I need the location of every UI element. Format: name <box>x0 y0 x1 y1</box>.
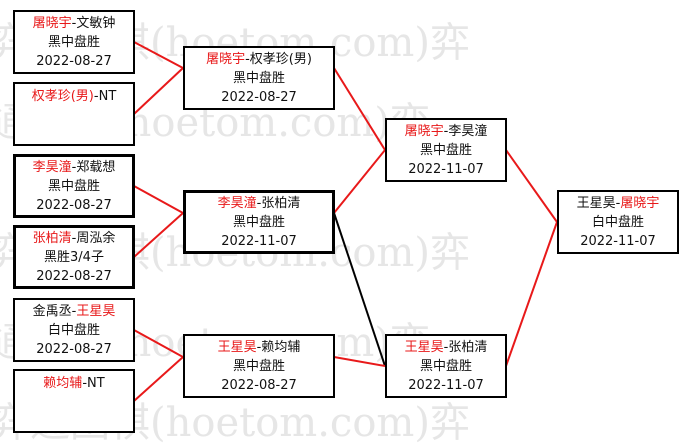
match-box-r2-2: 李昊潼-张柏清 黑中盘胜 2022-11-07 <box>183 190 335 254</box>
vs-separator: - <box>93 89 99 104</box>
vs-separator: - <box>256 195 262 211</box>
connector-line <box>333 356 386 367</box>
match-box-r1-2: 权孝珍(男)-NT <box>13 82 135 146</box>
vs-separator: - <box>443 339 449 355</box>
player-name: 郑载想 <box>76 159 116 175</box>
player-name: 张柏清 <box>448 339 488 355</box>
player-name: 李昊潼 <box>448 123 488 139</box>
match-date: 2022-08-27 <box>36 268 112 284</box>
match-box-r1-5: 金禹丞-王星昊 白中盘胜 2022-08-27 <box>13 298 135 362</box>
match-players: 王星昊-赖均辅 <box>218 338 301 357</box>
match-box-r1-1: 屠晓宇-文敏钟 黑中盘胜 2022-08-27 <box>13 10 135 74</box>
player-name: NT <box>98 89 117 104</box>
match-result: 黑中盘胜 <box>232 70 285 86</box>
match-date: 2022-08-27 <box>221 377 297 393</box>
connector-line <box>333 212 386 367</box>
player-name: 屠晓宇 <box>206 51 246 67</box>
match-box-r1-4: 张柏清-周泓余 黑胜3/4子 2022-08-27 <box>13 225 135 289</box>
match-players: 权孝珍(男)-NT <box>32 87 117 106</box>
vs-separator: - <box>443 123 449 139</box>
match-players: 屠晓宇-权孝珍(男) <box>206 50 312 69</box>
player-name: 屠晓宇 <box>32 15 72 31</box>
player-name: 屠晓宇 <box>620 195 660 211</box>
match-box-r1-3: 李昊潼-郑载想 黑中盘胜 2022-08-27 <box>13 154 135 218</box>
vs-separator: - <box>71 159 77 175</box>
match-players: 王星昊-屠晓宇 <box>577 194 660 213</box>
match-players: 王星昊-张柏清 <box>405 338 488 357</box>
match-players: 屠晓宇-文敏钟 <box>33 14 116 33</box>
vs-separator: - <box>256 339 262 355</box>
connector-line <box>133 41 184 69</box>
match-players: 张柏清-周泓余 <box>33 229 116 248</box>
player-name: 文敏钟 <box>76 15 116 31</box>
player-name: 张柏清 <box>32 230 72 246</box>
player-name: 权孝珍(男) <box>31 89 94 104</box>
vs-separator: - <box>71 230 77 246</box>
match-box-r2-3: 王星昊-赖均辅 黑中盘胜 2022-08-27 <box>183 334 335 398</box>
player-name: 王星昊 <box>576 195 616 211</box>
match-players: 李昊潼-张柏清 <box>218 194 301 213</box>
connector-line <box>333 149 386 214</box>
player-name: 赖均辅 <box>261 339 301 355</box>
connector-line <box>505 221 558 367</box>
match-date: 2022-11-07 <box>408 377 484 393</box>
player-name: 李昊潼 <box>32 159 72 175</box>
connector-line <box>505 149 558 223</box>
vs-separator: - <box>82 376 88 391</box>
match-date: 2022-11-07 <box>408 161 484 177</box>
vs-separator: - <box>245 51 250 67</box>
player-name: NT <box>87 376 105 391</box>
player-name: 权孝珍(男) <box>249 51 312 67</box>
match-result: 黑中盘胜 <box>47 34 100 50</box>
match-box-r3-1: 屠晓宇-李昊潼 黑中盘胜 2022-11-07 <box>385 118 507 182</box>
match-box-final: 王星昊-屠晓宇 白中盘胜 2022-11-07 <box>557 190 679 254</box>
match-result: 黑中盘胜 <box>419 142 472 158</box>
connector-line <box>133 356 184 402</box>
match-result: 黑中盘胜 <box>232 358 285 374</box>
player-name: 张柏清 <box>261 195 301 211</box>
match-players: 李昊潼-郑载想 <box>33 158 116 177</box>
match-date: 2022-11-07 <box>221 233 297 249</box>
match-box-r3-2: 王星昊-张柏清 黑中盘胜 2022-11-07 <box>385 334 507 398</box>
match-result: 白中盘胜 <box>591 214 644 230</box>
match-date: 2022-08-27 <box>36 53 112 69</box>
connector-line <box>133 212 184 258</box>
player-name: 周泓余 <box>76 230 116 246</box>
match-result: 黑中盘胜 <box>47 178 100 194</box>
vs-separator: - <box>71 15 77 31</box>
connector-line <box>133 67 184 115</box>
player-name: 王星昊 <box>404 339 444 355</box>
match-date: 2022-08-27 <box>36 197 112 213</box>
connector-line <box>133 329 184 358</box>
match-box-r1-6: 赖均辅-NT <box>13 369 135 433</box>
player-name: 赖均辅 <box>43 376 83 391</box>
player-name: 王星昊 <box>76 303 116 319</box>
match-box-r2-1: 屠晓宇-权孝珍(男) 黑中盘胜 2022-08-27 <box>183 46 335 110</box>
connector-line <box>333 67 386 151</box>
match-players: 金禹丞-王星昊 <box>33 302 116 321</box>
vs-separator: - <box>615 195 621 211</box>
match-date: 2022-08-27 <box>36 341 112 357</box>
match-players: 赖均辅-NT <box>43 374 104 393</box>
match-date: 2022-11-07 <box>580 233 656 249</box>
match-date: 2022-08-27 <box>221 89 297 105</box>
match-players: 屠晓宇-李昊潼 <box>405 122 488 141</box>
player-name: 李昊潼 <box>217 195 257 211</box>
vs-separator: - <box>71 303 77 319</box>
match-result: 黑中盘胜 <box>232 214 285 230</box>
match-result: 黑胜3/4子 <box>44 249 104 265</box>
match-result: 黑中盘胜 <box>419 358 472 374</box>
match-result: 白中盘胜 <box>47 322 100 338</box>
connector-line <box>133 185 184 214</box>
player-name: 王星昊 <box>217 339 257 355</box>
player-name: 屠晓宇 <box>404 123 444 139</box>
player-name: 金禹丞 <box>32 303 72 319</box>
